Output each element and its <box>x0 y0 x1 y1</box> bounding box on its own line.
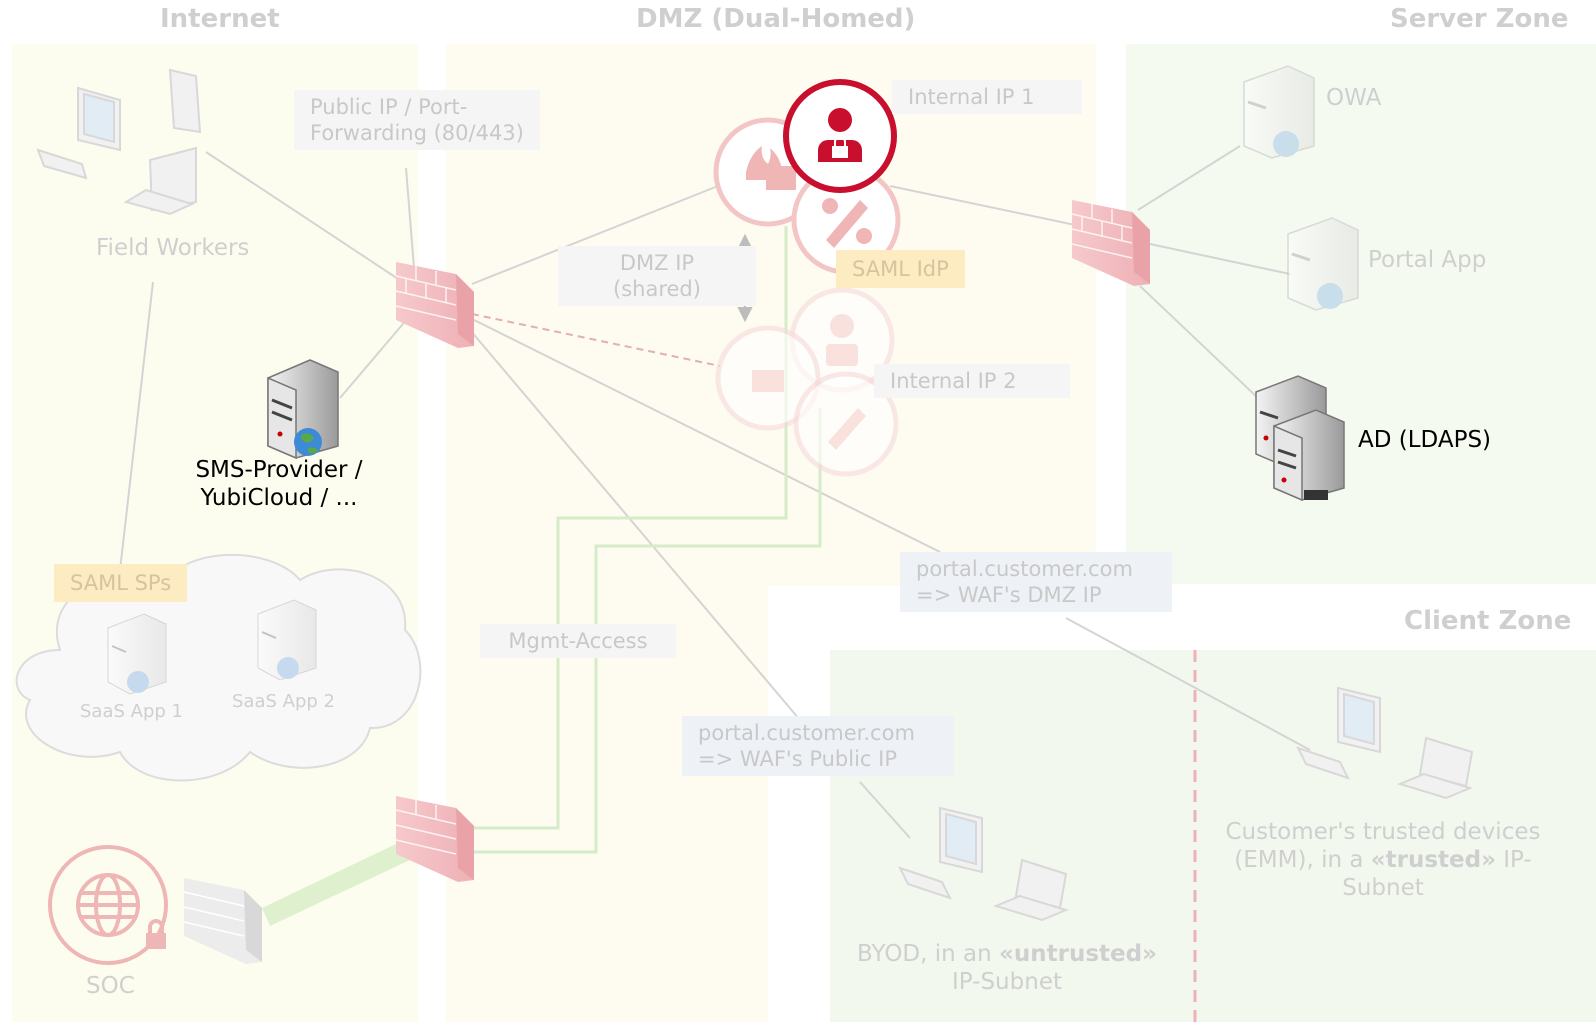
mgmt-access-tag: Mgmt-Access <box>480 624 676 658</box>
portal-public-line-1: portal.customer.com <box>698 721 915 745</box>
trusted-line-2: (EMM), in a «trusted» IP- <box>1210 846 1556 874</box>
portal-app-label: Portal App <box>1368 247 1487 273</box>
firewall-mgmt-icon <box>395 796 474 882</box>
sms-provider-server-icon <box>267 359 339 460</box>
server-zone-title: Server Zone <box>1390 4 1569 34</box>
saas-app-1-label: SaaS App 1 <box>80 701 183 722</box>
internal-ip-1-tag: Internal IP 1 <box>892 80 1082 114</box>
byod-line-1-pre: BYOD, in an <box>857 941 1000 967</box>
portal-dmz-line-2: => WAF's DMZ IP <box>916 583 1102 607</box>
ad-label: AD (LDAPS) <box>1358 427 1492 453</box>
saml-idp-tag: SAML IdP <box>836 250 965 288</box>
dmz-zone-title: DMZ (Dual-Homed) <box>636 4 916 34</box>
waf-node-5-icon <box>793 371 899 477</box>
trusted-line-1: Customer's trusted devices <box>1225 819 1541 845</box>
client-zone-title: Client Zone <box>1404 606 1572 636</box>
owa-label: OWA <box>1326 85 1382 111</box>
waf-node-4-icon <box>715 325 821 431</box>
saas-app-2-label: SaaS App 2 <box>232 691 335 712</box>
connection-lines <box>119 145 1311 839</box>
trusted-line-2-pre: (EMM), in a <box>1234 847 1371 873</box>
dashed-link <box>471 313 721 367</box>
portal-dmz-line-1: portal.customer.com <box>916 557 1133 581</box>
internet-zone <box>12 44 418 1022</box>
portal-dmz-tag: portal.customer.com => WAF's DMZ IP <box>900 552 1172 612</box>
sms-provider-label: SMS-Provider / YubiCloud / ... <box>186 456 372 512</box>
ad-server-icon <box>1255 375 1345 502</box>
dmz-ip-line-1: DMZ IP <box>619 251 695 275</box>
byod-line-1: BYOD, in an «untrusted» <box>846 940 1168 968</box>
soc-label: SOC <box>86 973 135 999</box>
saml-sps-tag: SAML SPs <box>54 564 188 602</box>
soc-globe-icon <box>48 845 168 965</box>
sms-provider-line-1: SMS-Provider / <box>195 457 363 483</box>
trusted-devices-icon <box>1296 686 1474 800</box>
saas-app-1-server-icon <box>107 613 167 695</box>
byod-line-1-bold: «untrusted» <box>999 941 1157 967</box>
byod-line-2: IP-Subnet <box>952 969 1062 995</box>
dmz-ip-tag: DMZ IP (shared) <box>558 246 756 306</box>
portal-public-line-2: => WAF's Public IP <box>698 747 897 771</box>
mgmt-tunnel <box>262 842 410 926</box>
firewall-internal-icon <box>1071 200 1150 286</box>
field-workers-label: Field Workers <box>96 235 250 261</box>
firewall-edge-icon <box>395 262 474 348</box>
public-ip-line-1: Public IP / Port- <box>310 95 468 119</box>
trusted-line-2-bold: «trusted» <box>1370 847 1496 873</box>
saas-app-2-server-icon <box>257 599 317 681</box>
firewall-soc-icon <box>183 878 262 964</box>
byod-label: BYOD, in an «untrusted» IP-Subnet <box>846 940 1168 996</box>
internal-ip-2-tag: Internal IP 2 <box>874 364 1070 398</box>
dmz-ip-line-2: (shared) <box>613 277 701 301</box>
portal-public-tag: portal.customer.com => WAF's Public IP <box>682 716 954 776</box>
trusted-line-2-post: IP- <box>1495 847 1532 873</box>
idp-user-lock-icon <box>783 79 897 193</box>
portal-app-server-icon <box>1287 217 1359 311</box>
public-ip-tag: Public IP / Port- Forwarding (80/443) <box>294 90 540 150</box>
public-ip-line-2: Forwarding (80/443) <box>310 121 524 145</box>
internet-zone-title: Internet <box>160 4 280 34</box>
field-workers-devices-icon <box>36 68 202 216</box>
owa-server-icon <box>1243 65 1315 159</box>
trusted-line-3: Subnet <box>1342 875 1424 901</box>
trusted-devices-label: Customer's trusted devices (EMM), in a «… <box>1210 818 1556 902</box>
server-zone <box>1126 44 1596 584</box>
sms-provider-line-2: YubiCloud / ... <box>200 485 358 511</box>
byod-devices-icon <box>898 806 1069 922</box>
